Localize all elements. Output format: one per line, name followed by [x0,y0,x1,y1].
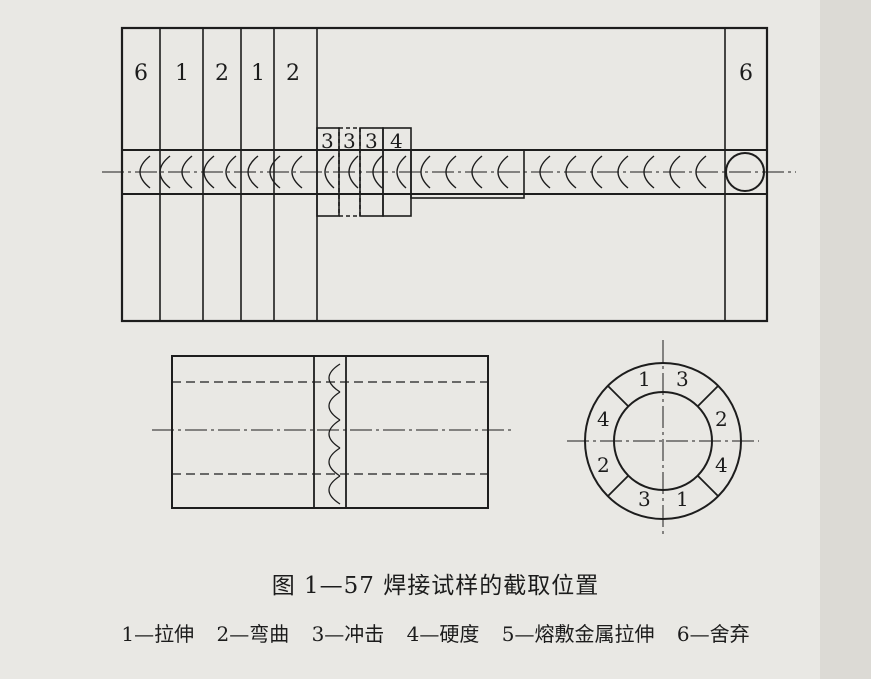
section-label: 1 [638,367,651,391]
legend-item: 5—熔敷金属拉伸 [501,622,655,646]
pipe-side-view [152,355,512,509]
section-label: 3 [638,487,651,511]
strip-label: 2 [286,61,300,86]
legend-item: 2—弯曲 [216,622,290,646]
section-label: 4 [597,407,610,431]
strip-label: 1 [251,61,265,86]
section-label: 2 [715,407,728,431]
weld-ripples [139,155,707,189]
pipe-weld-ripples [328,363,341,505]
figure-legend: 1—拉伸 2—弯曲 3—冲击 4—硬度 5—熔敷金属拉伸 6—舍弃 [0,618,871,647]
section-label: 4 [715,453,728,477]
impact-hardness-specimens [316,127,525,217]
strip-label: 1 [175,61,189,86]
section-label: 3 [676,367,689,391]
specimen-label: 3 [321,129,334,153]
specimen-label: 3 [365,129,378,153]
section-label: 1 [676,487,689,511]
plate-diagram: 6 1 2 1 2 6 3 3 3 4 [102,26,796,323]
figure-title: 图 1—57 焊接试样的截取位置 [271,573,600,599]
weld-tensile-section [725,152,765,192]
specimen-label: 3 [343,129,356,153]
legend-item: 4—硬度 [406,622,480,646]
plate-outline [120,26,769,323]
strip-label-right: 6 [739,61,753,86]
legend-item: 3—冲击 [311,622,385,646]
section-label: 2 [597,453,610,477]
strip-label: 6 [134,61,148,86]
strip-label: 2 [215,61,229,86]
legend-item: 6—舍弃 [676,622,750,646]
legend-item: 1—拉伸 [121,622,195,646]
specimen-label: 4 [390,129,403,153]
pipe-cross-section: 1 3 4 2 2 4 3 1 [567,340,759,538]
